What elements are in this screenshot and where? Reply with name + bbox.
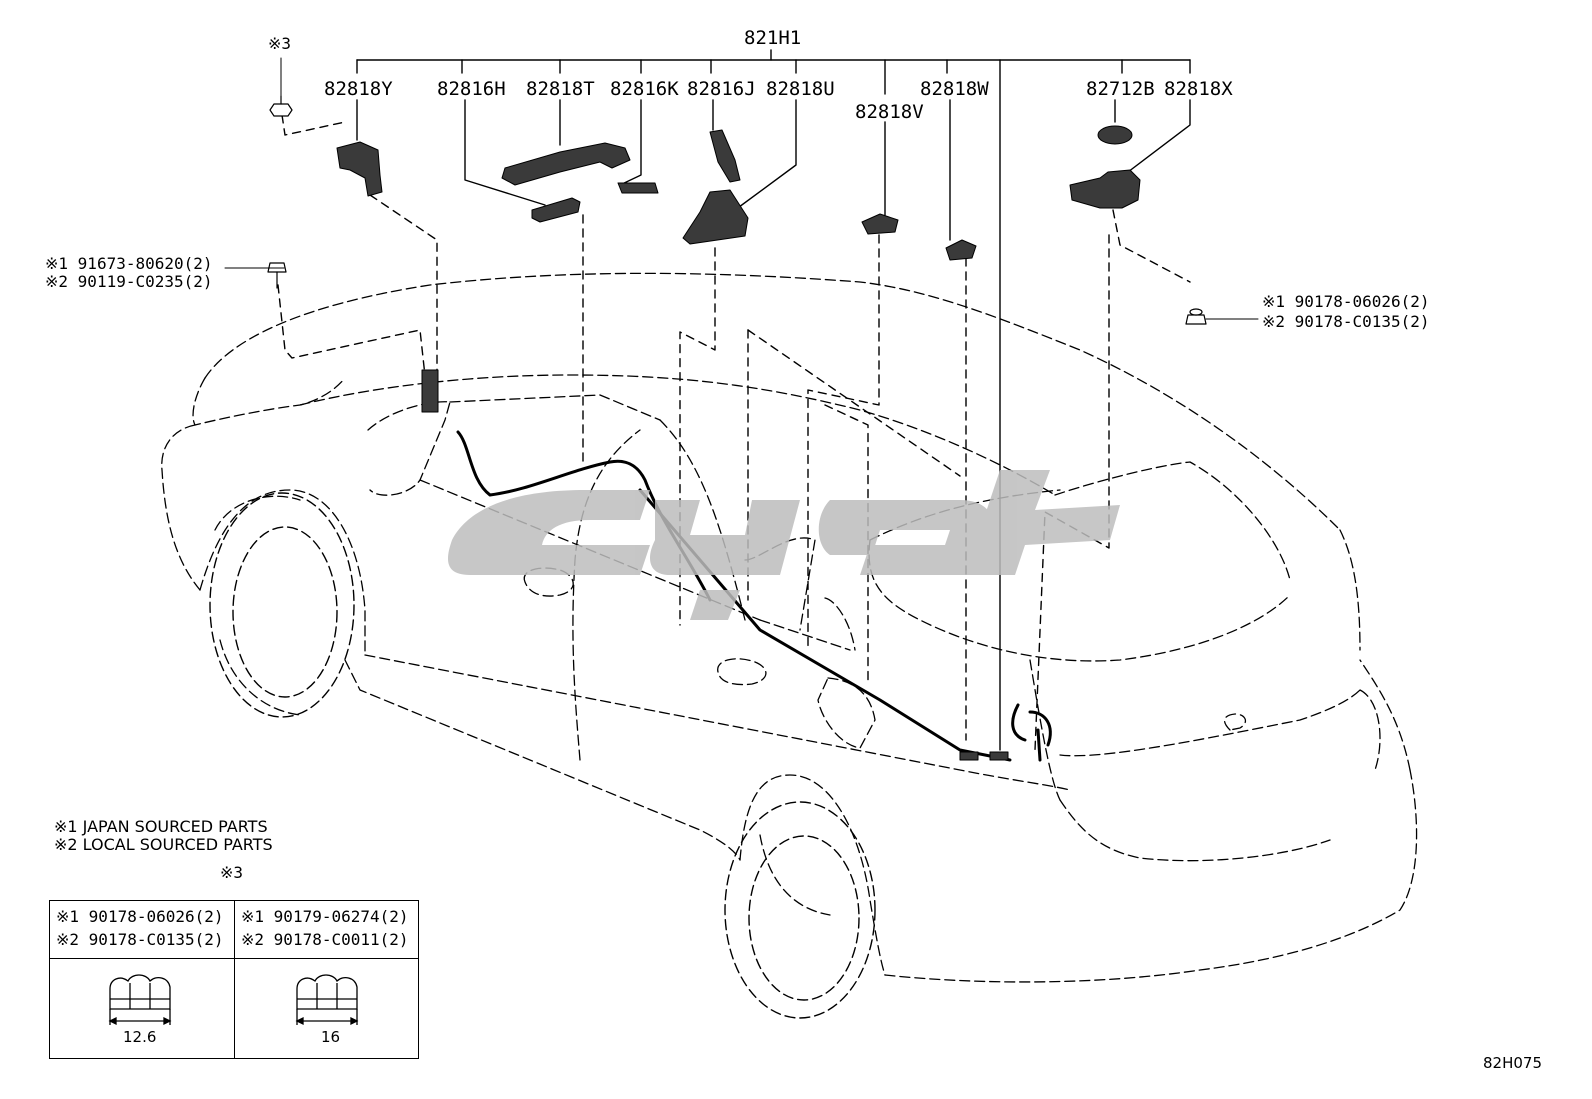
dashed-connectors <box>277 114 1191 751</box>
part-82818X-shape <box>1069 169 1141 209</box>
part-82818T-shape <box>501 142 631 186</box>
nut-right-drawing <box>295 974 359 1026</box>
nut-left-dimension: 12.6 <box>123 1028 157 1046</box>
rear-wheel <box>724 801 876 1019</box>
nut-table-title: ※3 <box>220 863 244 882</box>
leader-lines <box>356 99 1191 241</box>
legend-japan: ※1 JAPAN SOURCED PARTS <box>54 817 268 836</box>
callout-82712B: 82712B <box>1086 78 1155 100</box>
front-wheel <box>209 492 355 718</box>
callout-821H1: 821H1 <box>744 27 802 49</box>
part-82818U-shape <box>682 189 749 245</box>
harness-clamp-pillar <box>421 369 1009 761</box>
diagram-id: 82H075 <box>1483 1054 1542 1072</box>
part-82818V-shape <box>861 213 899 235</box>
callout-82816J: 82816J <box>687 78 756 100</box>
part-82816H-shape <box>531 197 581 223</box>
nut-right-dimension: 16 <box>321 1028 341 1046</box>
nut-left-line1: ※1 90178-06026(2) <box>56 907 224 926</box>
nut-table: ※1 90178-06026(2) ※2 90178-C0135(2) 12.6… <box>49 900 419 1059</box>
callout-82818U: 82818U <box>766 78 835 100</box>
callout-82818V: 82818V <box>855 101 924 123</box>
left-bolt-line2: ※2 90119-C0235(2) <box>45 272 213 291</box>
nut-icon-top-left <box>269 95 293 117</box>
left-bolt-line1: ※1 91673-80620(2) <box>45 254 213 273</box>
nut-right-line1: ※1 90179-06274(2) <box>241 907 409 926</box>
right-nut-line1: ※1 90178-06026(2) <box>1262 292 1430 311</box>
callout-82818T: 82818T <box>526 78 595 100</box>
part-82816J-shape <box>709 129 741 183</box>
part-82816K-shape <box>617 182 659 194</box>
nut-icon-right <box>1185 308 1207 325</box>
part-82818Y-shape <box>336 141 383 197</box>
callout-82818Y: 82818Y <box>324 78 393 100</box>
part-82712B-shape <box>1097 125 1133 145</box>
nut-table-left: ※1 90178-06026(2) ※2 90178-C0135(2) 12.6 <box>50 901 234 1058</box>
nut-right-line2: ※2 90178-C0011(2) <box>241 930 409 949</box>
callout-82816K: 82816K <box>610 78 679 100</box>
nut-left-drawing <box>108 974 172 1026</box>
group-bracket <box>356 49 1191 751</box>
bolt-icon-left <box>267 262 287 289</box>
nut-left-line2: ※2 90178-C0135(2) <box>56 930 224 949</box>
callout-82818X: 82818X <box>1164 78 1233 100</box>
ref-mark-3: ※3 <box>268 34 292 53</box>
part-82818W-shape <box>945 239 977 261</box>
legend-local: ※2 LOCAL SOURCED PARTS <box>54 835 273 854</box>
nut-table-right: ※1 90179-06274(2) ※2 90178-C0011(2) 16 <box>234 901 418 1058</box>
watermark-logo <box>447 470 1120 620</box>
vehicle-outline <box>161 272 1418 983</box>
callout-82816H: 82816H <box>437 78 506 100</box>
callout-82818W: 82818W <box>920 78 989 100</box>
right-nut-line2: ※2 90178-C0135(2) <box>1262 312 1430 331</box>
